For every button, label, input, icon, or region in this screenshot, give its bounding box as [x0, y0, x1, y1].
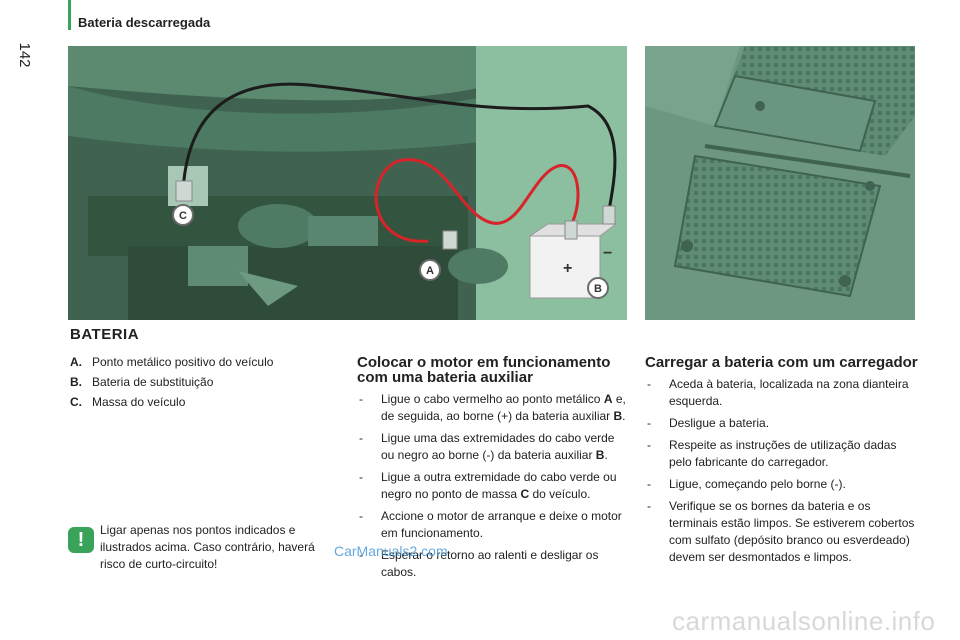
list-item: -Ligue a outra extremidade do cabo verde…: [359, 470, 617, 501]
red-cable: [374, 158, 580, 243]
list-item: -Esperar o retorno ao ralenti e desligar…: [359, 548, 599, 579]
black-cable: [181, 82, 617, 217]
battery-heading: BATERIA: [70, 326, 140, 343]
list-item: -Ligue uma das extremidades do cabo verd…: [359, 431, 615, 462]
exclamation-icon: !: [68, 527, 94, 553]
watermark-bottom[interactable]: carmanualsonline.info: [672, 606, 936, 636]
list-item: -Desligue a bateria.: [647, 416, 770, 430]
section-title: Bateria descarregada: [78, 15, 211, 30]
list-item: -Ligue, começando pelo borne (-).: [647, 477, 846, 491]
list-item: -Aceda à bateria, localizada na zona dia…: [647, 377, 909, 408]
charger-section: Carregar a bateria com um carregador -Ac…: [645, 355, 920, 571]
battery-access-illustration: [645, 46, 915, 320]
label-c: C: [179, 210, 187, 222]
legend-item: C. Massa do veículo: [70, 395, 186, 409]
charger-title: Carregar a bateria com um carregador: [645, 354, 918, 371]
list-item: -Ligue o cabo vermelho ao ponto metálico…: [359, 392, 626, 423]
list-item: -Respeite as instruções de utilização da…: [647, 438, 897, 469]
svg-text:+: +: [563, 260, 572, 277]
auxiliary-battery-section: Colocar o motor em funcionamento com uma…: [357, 355, 629, 586]
svg-text:−: −: [603, 245, 612, 262]
legend-item: B. Bateria de substituição: [70, 375, 214, 389]
warning-text: Ligar apenas nos pontos indicados e ilus…: [100, 523, 315, 571]
legend: A. Ponto metálico positivo do veículo B.…: [70, 352, 273, 412]
accent-bar: [68, 0, 71, 30]
label-b: B: [594, 283, 602, 295]
list-item: -Verifique se os bornes da bateria e os …: [647, 499, 915, 564]
legend-item: A. Ponto metálico positivo do veículo: [70, 355, 274, 369]
jump-start-illustration: + − C A B: [68, 46, 627, 320]
label-a: A: [426, 265, 434, 277]
page-number: 142: [16, 42, 33, 68]
list-item: -Accione o motor de arranque e deixe o m…: [359, 509, 622, 540]
auxiliary-title: Colocar o motor em funcionamento com uma…: [357, 354, 611, 386]
watermark-carmanuals[interactable]: CarManuals2.com: [334, 543, 448, 559]
